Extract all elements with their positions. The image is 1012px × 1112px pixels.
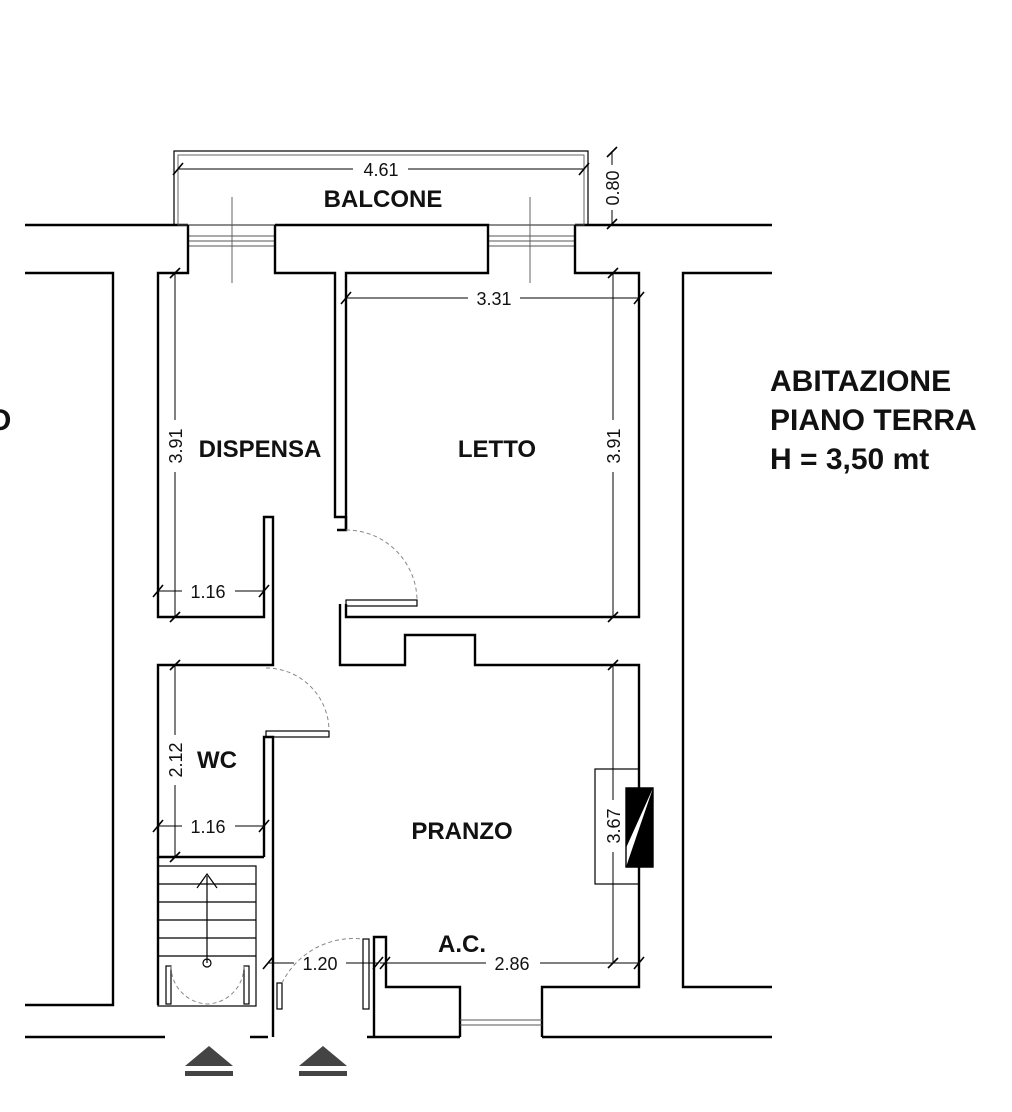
- pranzo-window: [460, 1019, 542, 1026]
- dim-wc-width: 1.16: [190, 817, 225, 837]
- fireplace-icon: [594, 768, 654, 885]
- dim-entrance-width: 1.20: [302, 954, 337, 974]
- room-label-pranzo: PRANZO: [411, 818, 512, 845]
- balcony-window-left: [188, 235, 275, 247]
- outer-walls: [25, 223, 772, 1039]
- dim-letto-height: 3.91: [604, 428, 624, 463]
- dim-balcone-depth: 0.80: [603, 170, 623, 205]
- room-label-ac: A.C.: [438, 931, 486, 958]
- balcony-window-right: [488, 235, 575, 247]
- dim-pranzo-width: 2.86: [494, 954, 529, 974]
- stair-arrow-icon: [196, 872, 218, 968]
- dim-balcone-width: 4.61: [363, 160, 398, 180]
- interior-walls: [156, 223, 641, 1037]
- cut-letter: O: [0, 404, 11, 437]
- title-line-2: PIANO TERRA: [770, 404, 977, 437]
- room-label-wc: WC: [197, 747, 237, 774]
- dimension-lines: [152, 146, 645, 970]
- room-label-letto: LETTO: [458, 436, 536, 463]
- room-label-dispensa: DISPENSA: [199, 436, 322, 463]
- room-label-balcone: BALCONE: [324, 186, 443, 213]
- entrance-arrow-icon: [185, 1046, 347, 1076]
- height-label: H = 3,50 mt: [770, 443, 929, 476]
- dim-wc-height: 2.12: [166, 742, 186, 777]
- door-swing-icon: [165, 529, 418, 1010]
- dim-pranzo-height: 3.67: [604, 808, 624, 843]
- dim-dispensa-width: 1.16: [190, 582, 225, 602]
- title-line-1: ABITAZIONE: [770, 365, 951, 398]
- dim-letto-width: 3.31: [476, 289, 511, 309]
- dim-dispensa-height: 3.91: [166, 428, 186, 463]
